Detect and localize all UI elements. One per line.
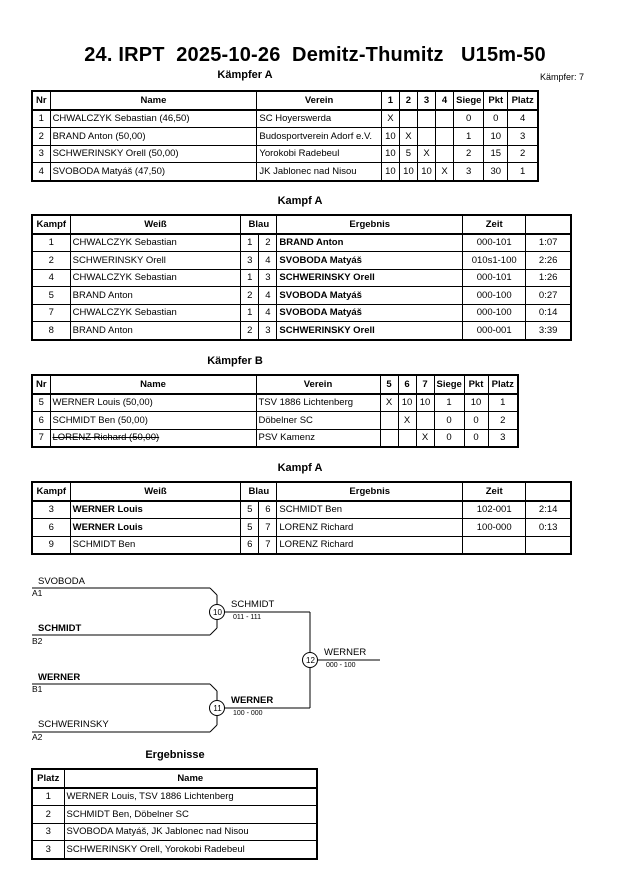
column-header: Platz [31,768,65,788]
result-name: SVOBODA Matyáš, JK Jablonec nad Nisou [63,822,318,841]
bracket-f1-bot-seed: B2 [32,636,43,646]
match-11-winner: WERNER [231,695,274,706]
fights-a-title: Kampf A [277,195,323,207]
fight-number: 3 [31,500,71,519]
result-place: 3 [31,840,65,859]
pool-a-title: Kämpfer A [217,69,273,81]
match-12-score: 000 - 100 [326,662,356,669]
fighter-blue-nr: 3 [258,321,278,340]
match-12-number: 12 [306,656,315,665]
match-12-marker [302,652,318,668]
fight-time: 3:39 [525,321,572,340]
match-11-marker [209,700,225,716]
fighter-white: WERNER Louis [69,500,242,519]
match-10-score: 011 - 111 [233,614,262,621]
fighter-blue: SCHMIDT Ben [276,500,464,519]
pool-b-title: Kämpfer B [207,355,263,367]
bracket-f2-bot-seed: A2 [32,732,43,742]
cell-name: WERNER Louis (50,00) [49,393,257,412]
result-name: SCHWERINSKY Orell, Yorokobi Radebeul [63,840,318,859]
bracket-f1-bot: SCHMIDT [38,623,82,634]
match-10-marker [209,604,225,620]
fighter-blue-nr: 6 [258,500,278,519]
fighter-count: Kämpfer: 7 [540,72,585,82]
fighter-white: BRAND Anton [69,321,242,340]
bracket-f2-top: WERNER [38,672,81,683]
fight-result: 000-101 [462,233,527,252]
fighter-blue: BRAND Anton [276,233,464,252]
fighter-blue-nr: 7 [258,535,278,555]
cell-place: 4 [507,109,539,128]
result-name: SCHMIDT Ben, Döbelner SC [63,805,318,824]
cell-place: 1 [507,162,539,181]
match-11-score: 100 - 000 [233,710,263,717]
fight-number: 8 [31,321,71,340]
fighter-white-nr: 1 [240,233,260,252]
cell-nr: 1 [31,109,51,128]
cell-place: 3 [487,428,519,448]
cell-place: 3 [507,127,539,146]
cell-club: JK Jablonec nad Nisou [256,162,382,181]
result-place: 3 [31,822,65,841]
fighter-white: CHWALCZYK Sebastian [69,233,242,252]
match-12-winner: WERNER [324,647,367,658]
bracket-f2-bot: SCHWERINSKY [38,719,109,730]
result-name: WERNER Louis, TSV 1886 Lichtenberg [63,787,318,806]
fight-number: 9 [31,535,71,555]
column-header: Kampf [31,481,71,501]
cell-r3: 10 [415,393,435,412]
match-10-number: 10 [213,608,222,617]
cell-nr: 4 [31,162,51,181]
cell-pts: 0 [483,109,509,128]
page-title: 24. IRPT 2025-10-26 Demitz-Thumitz U15m-… [84,44,546,66]
cell-nr: 3 [31,144,51,163]
match-10-winner: SCHMIDT [231,599,275,610]
cell-place: 1 [487,393,519,412]
column-header: Name [63,768,318,788]
fight-time: 1:07 [525,233,572,252]
fight-number: 1 [31,233,71,252]
results-title: Ergebnisse [145,749,205,761]
fighter-blue-nr: 2 [258,233,278,252]
fight-time [525,535,572,555]
cell-club: PSV Kamenz [255,428,381,448]
cell-name: LORENZ Richard (50,00) [49,428,257,448]
bracket-f1-top-seed: A1 [32,588,43,598]
cell-r2: 10 [398,162,418,181]
match-11-number: 11 [213,704,222,713]
result-place: 2 [31,805,65,824]
fights-b-title: Kampf A [277,462,323,474]
cell-club: SC Hoyerswerda [256,109,382,128]
bracket-f1-top: SVOBODA [38,576,85,587]
fighter-blue-nr: 4 [258,251,278,270]
bracket-f2-top-seed: B1 [32,684,43,694]
fight-time: 2:14 [525,500,572,519]
result-place: 1 [31,787,65,806]
cell-r1: X [380,109,400,128]
